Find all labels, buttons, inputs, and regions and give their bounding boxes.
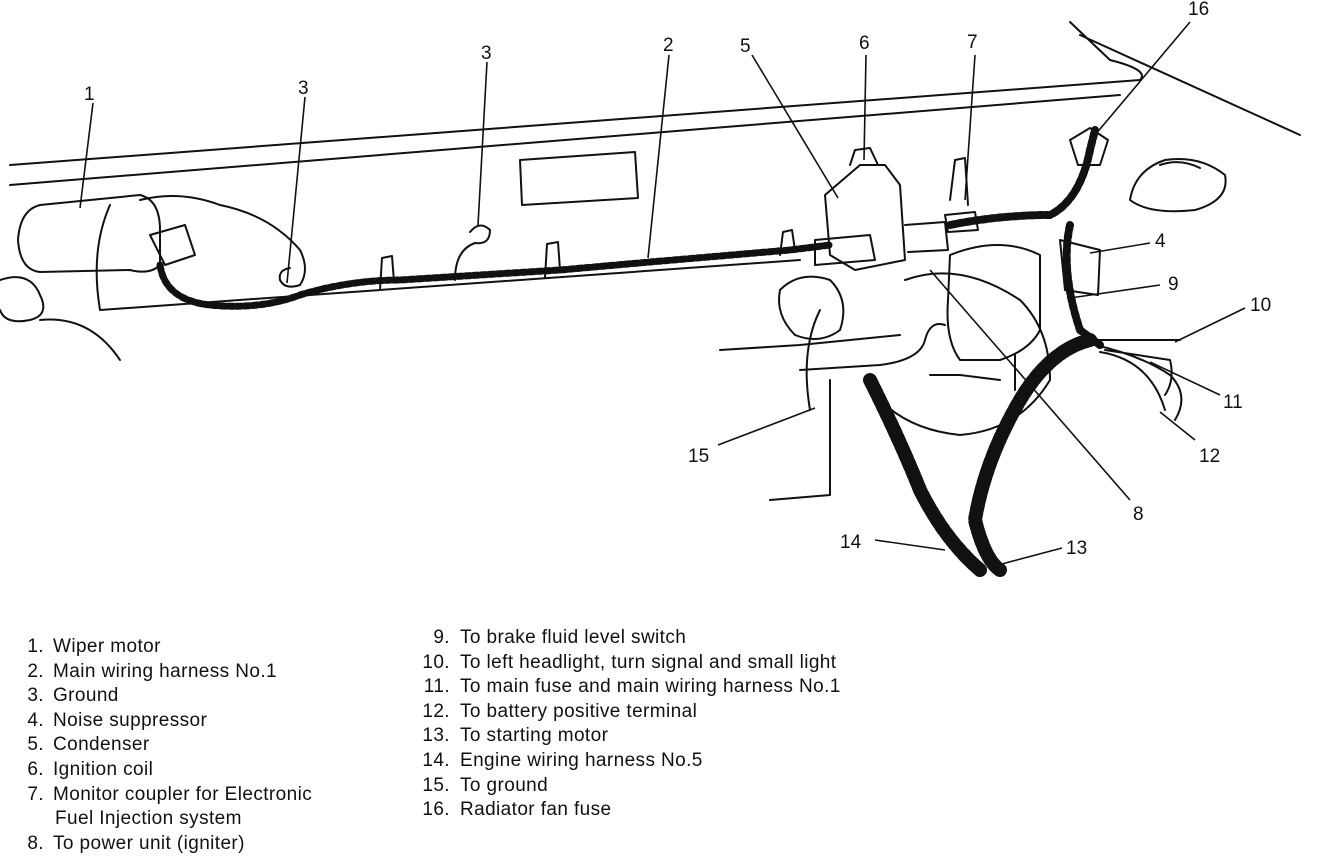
leader-4 [1089, 242, 1151, 254]
legend-item-11: 11.To main fuse and main wiring harness … [423, 676, 841, 698]
engine-wiring-harness-5 [863, 373, 987, 577]
callout-16: 16 [1188, 0, 1209, 20]
callout-11: 11 [1223, 392, 1243, 413]
legend-item-16: 16.Radiator fan fuse [422, 799, 612, 821]
noise-suppressor [1059, 239, 1101, 296]
radiator-fan-fuse [1069, 127, 1109, 166]
leader-2 [647, 54, 670, 259]
legend-item-13: 13.To starting motor [422, 725, 609, 747]
legend-item-9: 9.To brake fluid level switch [433, 627, 687, 648]
legend-item-7: 7.Monitor coupler for Electronic [27, 783, 313, 805]
callout-10: 10 [1250, 295, 1271, 316]
legend-item-2: 2.Main wiring harness No.1 [27, 660, 277, 682]
callout-3b: 3 [481, 43, 492, 64]
callout-9: 9 [1168, 274, 1179, 295]
harness-right-down [1062, 221, 1104, 349]
ground-wire-center [454, 224, 491, 281]
cowl-panel-lower [95, 151, 801, 311]
callout-6: 6 [859, 33, 870, 54]
callout-13: 13 [1066, 538, 1087, 559]
leader-11 [1149, 361, 1221, 396]
harness-to-fuse [946, 126, 1099, 229]
leader-14 [874, 539, 946, 551]
leader-12 [1159, 411, 1196, 441]
legend-item-4: 4.Noise suppressor [27, 709, 208, 731]
legend-item-14: 14.Engine wiring harness No.5 [422, 749, 703, 771]
leader-10 [1174, 307, 1246, 343]
harness-clip [379, 229, 796, 291]
starter-harness [968, 333, 1097, 577]
wires-right [1094, 339, 1183, 421]
callout-12: 12 [1199, 446, 1220, 467]
leader-15 [717, 407, 816, 446]
legend-item-12: 12.To battery positive terminal [422, 700, 698, 722]
legend-item-10: 10.To left headlight, turn signal and sm… [422, 651, 837, 673]
callout-4: 4 [1155, 231, 1166, 252]
callout-2: 2 [663, 35, 674, 56]
cowl-panel-outline [9, 21, 1301, 186]
leader-3a [286, 96, 306, 284]
legend-item-5: 5.Condenser [27, 734, 150, 756]
wiring-diagram: 1 2 3 3 4 5 6 7 8 9 10 11 12 13 14 15 16 [0, 0, 1301, 577]
legend-item-8: 8.To power unit (igniter) [27, 832, 245, 854]
leader-7 [964, 54, 976, 201]
leader-8 [929, 269, 1131, 501]
ignition-coil [814, 147, 949, 271]
legend-item-3: 3.Ground [27, 685, 119, 707]
strut-tower [1129, 158, 1227, 213]
callout-8: 8 [1133, 504, 1144, 525]
callout-3a: 3 [298, 78, 309, 99]
callout-5: 5 [740, 36, 751, 57]
leader-6 [863, 54, 867, 161]
leader-13 [997, 547, 1063, 566]
leader-9 [1069, 284, 1161, 299]
legend-item-15: 15.To ground [422, 774, 549, 796]
callout-14: 14 [840, 532, 862, 553]
legend-item-6: 6.Ignition coil [27, 758, 154, 780]
main-wiring-harness-1 [156, 241, 834, 310]
leader-16 [1094, 21, 1191, 136]
wiper-motor [0, 194, 306, 361]
leader-5 [751, 54, 839, 199]
legend-item-1: 1.Wiper motor [27, 636, 161, 657]
ground-wire-left [278, 267, 301, 288]
legend-item-7-continued: Fuel Injection system [55, 808, 242, 830]
callout-1: 1 [84, 84, 95, 105]
callout-7: 7 [967, 32, 978, 53]
callout-15: 15 [688, 446, 709, 467]
brake-booster [719, 244, 1051, 501]
legend-right-column: 9.To brake fluid level switch 10.To left… [418, 626, 841, 823]
legend-left-column: 1.Wiper motor 2.Main wiring harness No.1… [26, 635, 312, 856]
leader-1 [79, 102, 94, 209]
harness-core-1 [159, 244, 831, 307]
wire-to-ground [805, 309, 821, 411]
leader-3b [477, 61, 488, 226]
